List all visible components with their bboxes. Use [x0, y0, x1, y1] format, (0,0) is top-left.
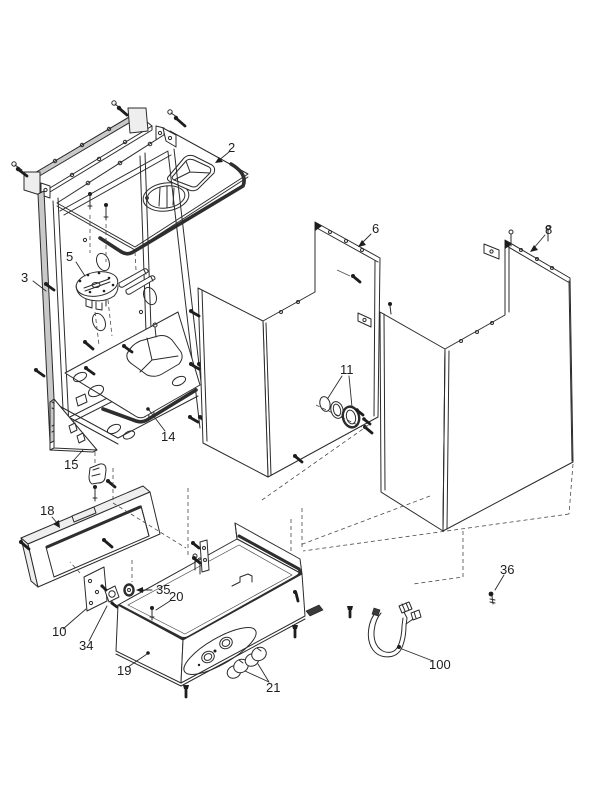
callout-34: 34 [79, 638, 93, 653]
callout-2: 2 [228, 140, 235, 155]
screw-icon [11, 100, 187, 178]
callouts: 2 3 5 6 8 11 14 15 18 10 34 35 20 19 21 [21, 140, 552, 695]
grommet-set-11 [261, 396, 372, 501]
callout-8: 8 [545, 222, 552, 237]
base-panel [64, 311, 209, 425]
control-knobs-21 [226, 646, 267, 679]
callout-6: 6 [372, 221, 379, 236]
callout-36: 36 [500, 562, 514, 577]
mounting-bracket-15 [49, 398, 136, 468]
screw-icon [293, 425, 374, 464]
callout-19: 19 [117, 663, 131, 678]
top-rail-frame [11, 100, 187, 199]
control-box-19 [115, 522, 353, 699]
callout-10: 10 [52, 624, 66, 639]
callout-100: 100 [429, 657, 451, 672]
callout-20: 20 [169, 589, 183, 604]
screw-20 [149, 606, 155, 621]
top-gasket [98, 162, 246, 256]
top-panel [56, 127, 249, 256]
hinge-part [88, 463, 117, 502]
base-gasket [101, 388, 198, 424]
screw-36 [488, 591, 496, 605]
callout-21: 21 [266, 680, 280, 695]
wire-harness-100 [367, 601, 422, 658]
valve-34 [100, 584, 120, 609]
callout-18: 18 [40, 503, 54, 518]
callout-3: 3 [21, 270, 28, 285]
callout-11: 11 [340, 362, 354, 377]
callout-15: 15 [64, 457, 78, 472]
bracket-plate-10 [69, 560, 133, 612]
burner-assembly [75, 271, 119, 346]
emboss-detail [166, 154, 216, 192]
callout-14: 14 [161, 429, 175, 444]
callout-5: 5 [66, 249, 73, 264]
side-panel-8 [379, 225, 574, 532]
grommet-35 [123, 583, 135, 597]
control-face [183, 627, 257, 675]
door-panel-18 [19, 485, 161, 588]
callout-35: 35 [156, 582, 170, 597]
side-panel-6 [188, 221, 381, 478]
injector-tubes [118, 268, 156, 295]
